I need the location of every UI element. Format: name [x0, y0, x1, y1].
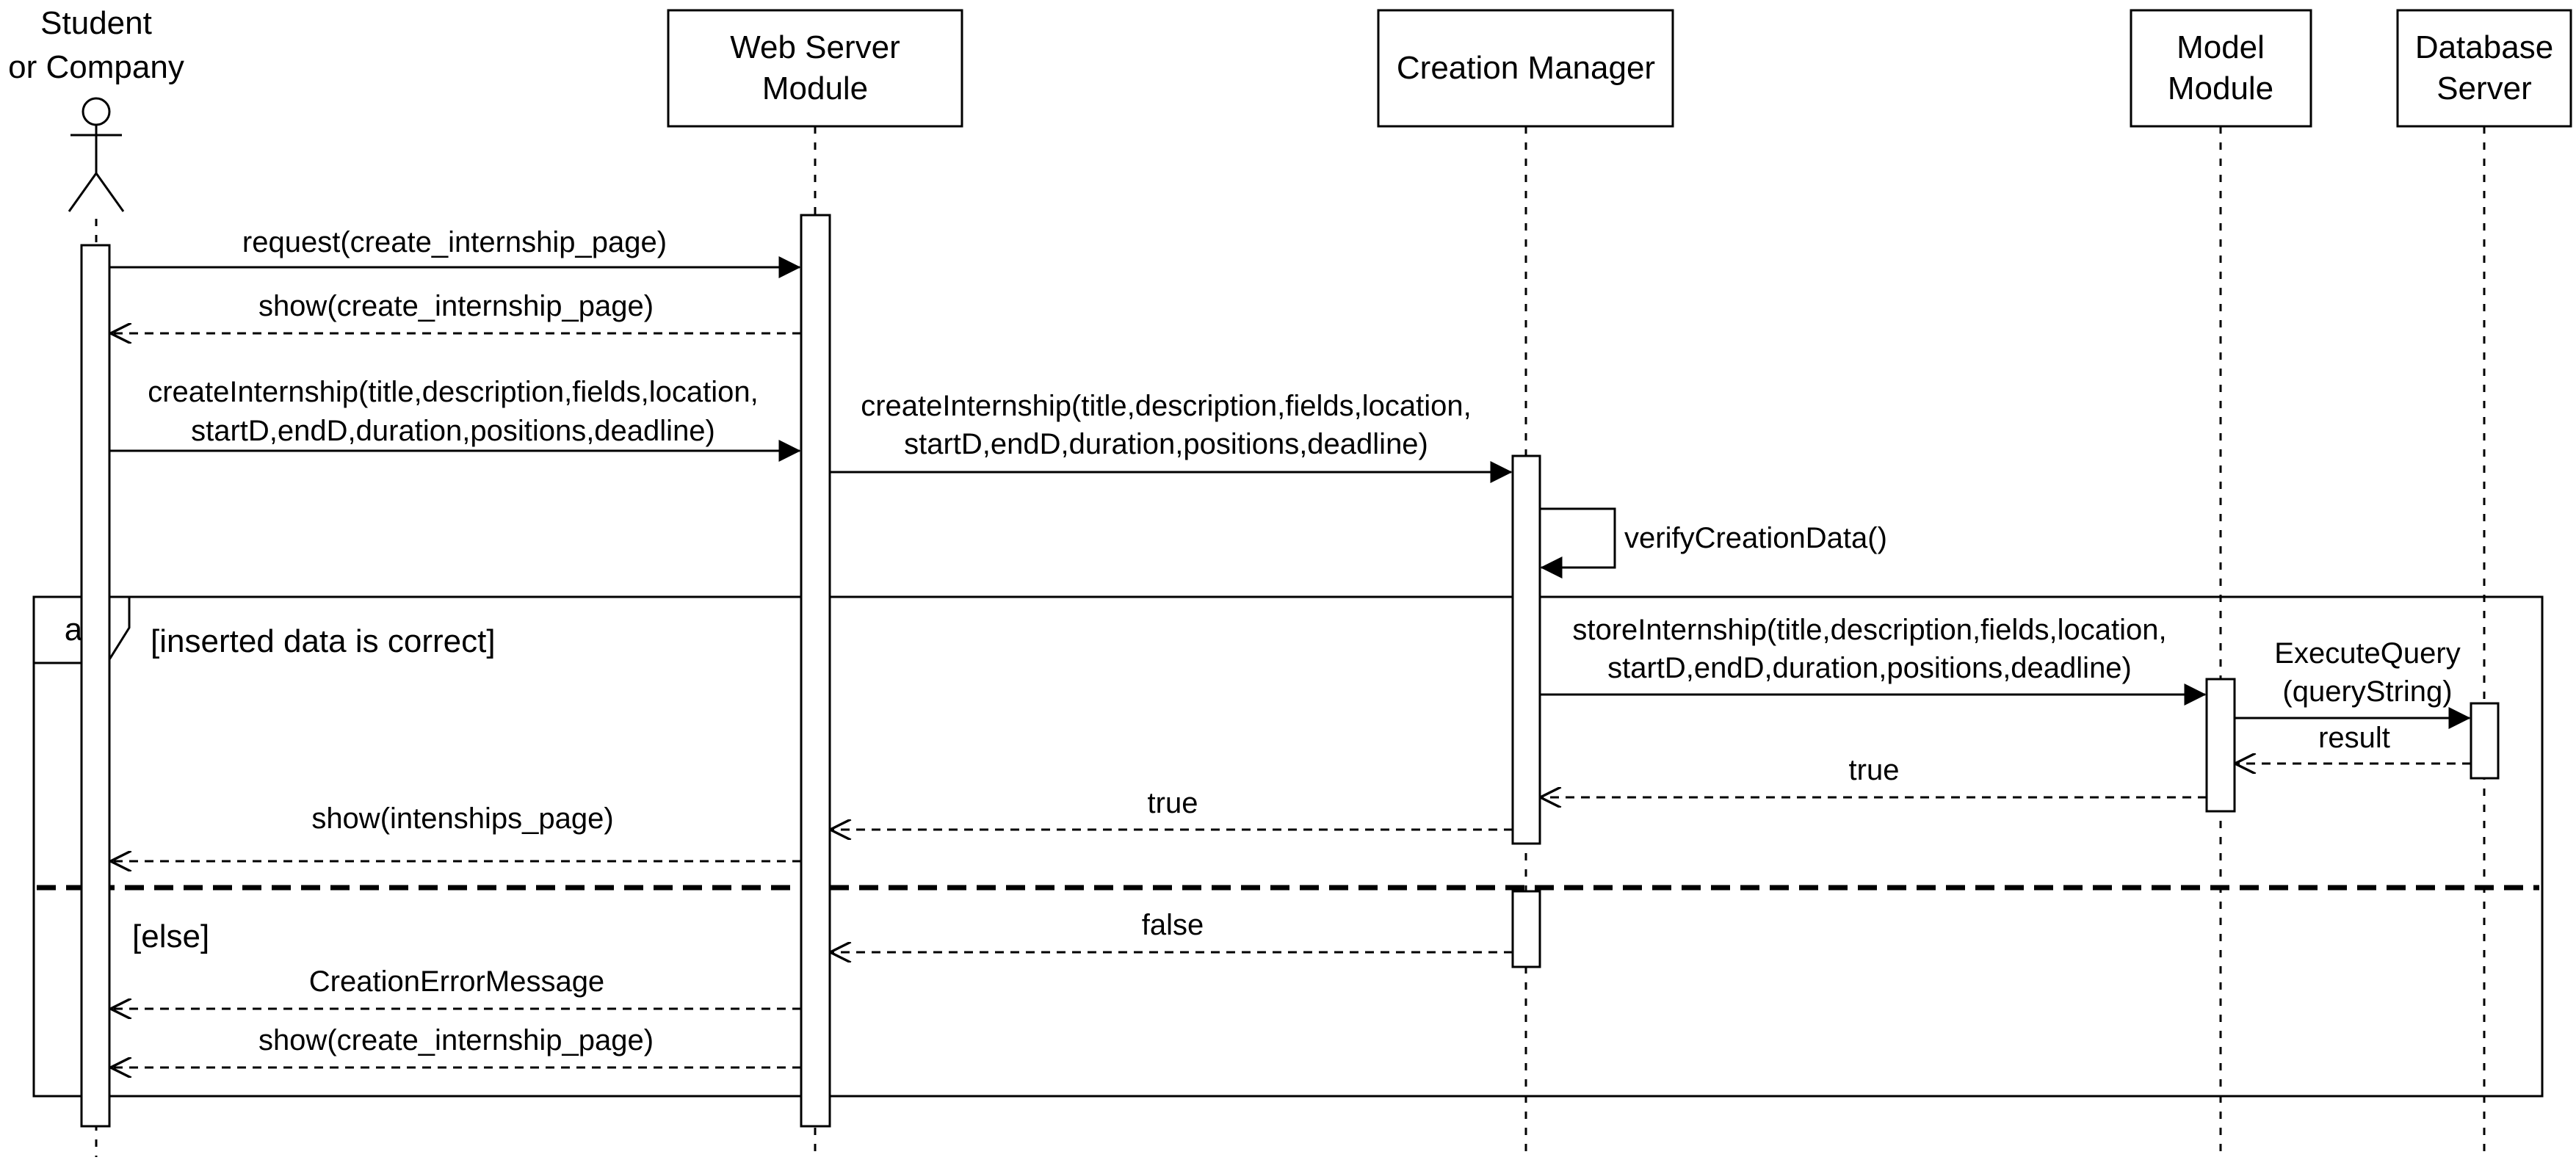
message-true-to-creation-manager: true: [1541, 754, 2207, 797]
message-label: show(create_internship_page): [258, 290, 654, 322]
participant-web-server-module: Web Server Module: [667, 9, 963, 128]
message-label-line2: startD,endD,duration,positions,deadline): [1607, 652, 2132, 684]
participant-label-line1: Creation Manager: [1397, 50, 1655, 86]
participant-box: [1377, 9, 1674, 128]
activation-actor: [80, 244, 111, 1128]
message-false: false: [831, 909, 1513, 952]
message-verify-creation-data: verifyCreationData(): [1540, 507, 1887, 579]
message-label: true: [1148, 787, 1198, 819]
message-label: show(intenships_page): [311, 802, 613, 835]
message-store-internship: storeInternship(title,description,fields…: [1540, 614, 2207, 706]
participant-box: [2130, 9, 2312, 128]
participant-database-server: Database Server: [2396, 9, 2572, 128]
participant-label-line1: Web Server: [730, 29, 900, 65]
participant-label-line1: Database: [2415, 29, 2553, 65]
actor-label-line2: or Company: [8, 49, 184, 85]
message-label: request(create_internship_page): [242, 226, 667, 258]
message-show-create-internship-page-else: show(create_internship_page): [112, 1024, 801, 1067]
message-create-internship-to-creation-manager: createInternship(title,description,field…: [830, 390, 1513, 483]
message-result: result: [2236, 722, 2471, 764]
alt-frame: [32, 595, 2544, 1098]
participant-label-line2: Server: [2436, 70, 2532, 106]
message-request-create-internship-page: request(create_internship_page): [109, 226, 801, 278]
participant-creation-manager: Creation Manager: [1377, 9, 1674, 128]
message-label-line2: startD,endD,duration,positions,deadline): [191, 415, 715, 447]
message-show-create-internship-page: show(create_internship_page): [112, 290, 801, 333]
participant-label-line2: Module: [2168, 70, 2273, 106]
message-label-line1: createInternship(title,description,field…: [861, 390, 1472, 422]
activation-web-server: [800, 214, 831, 1128]
message-execute-query: ExecuteQuery (queryString): [2235, 637, 2471, 729]
participant-box: [667, 9, 963, 128]
message-label: false: [1142, 909, 1204, 941]
message-label: CreationErrorMessage: [309, 965, 604, 998]
guard-condition-1: [inserted data is correct]: [151, 623, 496, 659]
actor-stick-figure-icon: [68, 97, 125, 212]
participant-label-line1: Model: [2177, 29, 2265, 65]
activation-creation-manager-1: [1511, 454, 1541, 845]
message-label-line2: startD,endD,duration,positions,deadline): [904, 428, 1428, 460]
participant-label-line2: Module: [762, 70, 868, 106]
activation-creation-manager-2: [1511, 890, 1541, 968]
guard-condition-2: [else]: [132, 918, 209, 954]
participant-model-module: Model Module: [2130, 9, 2312, 128]
message-label-line1: storeInternship(title,description,fields…: [1572, 614, 2166, 646]
message-true-to-web-server: true: [831, 787, 1513, 830]
message-label: true: [1849, 754, 1900, 786]
message-label-line1: ExecuteQuery: [2274, 637, 2460, 670]
message-label: show(create_internship_page): [258, 1024, 654, 1056]
message-label-line2: (queryString): [2282, 675, 2452, 708]
participant-box: [2396, 9, 2572, 128]
activation-database-server: [2470, 702, 2500, 780]
message-creation-error-message: CreationErrorMessage: [112, 965, 801, 1009]
message-label: result: [2318, 722, 2390, 754]
actor-student-or-company: Student or Company: [8, 5, 184, 212]
message-show-intenships-page: show(intenships_page): [112, 802, 801, 861]
activation-model-module: [2205, 678, 2236, 813]
message-label: verifyCreationData(): [1624, 522, 1887, 554]
message-create-internship-to-web: createInternship(title,description,field…: [109, 376, 801, 462]
alt-fragment: alt [inserted data is correct] [else]: [32, 595, 2544, 1098]
actor-label-line1: Student: [40, 5, 152, 41]
message-label-line1: createInternship(title,description,field…: [148, 376, 759, 408]
